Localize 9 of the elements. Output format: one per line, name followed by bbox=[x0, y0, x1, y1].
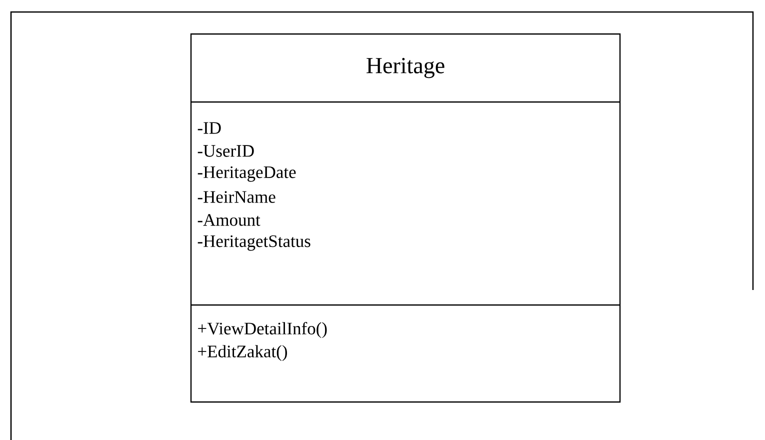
attribute-text: -HeritageDate bbox=[198, 166, 296, 182]
attribute-text: -Amount bbox=[198, 214, 260, 226]
attribute-text: -HeritagetStatus bbox=[198, 235, 310, 251]
class-name: Heritage bbox=[366, 58, 444, 78]
method-text: +EditZakat() bbox=[198, 345, 287, 361]
attribute-text: -ID bbox=[198, 122, 221, 134]
attribute-text: -HeirName bbox=[198, 191, 276, 203]
attribute-text: -UserID bbox=[198, 145, 254, 157]
method-text: +ViewDetailInfo() bbox=[198, 322, 327, 338]
